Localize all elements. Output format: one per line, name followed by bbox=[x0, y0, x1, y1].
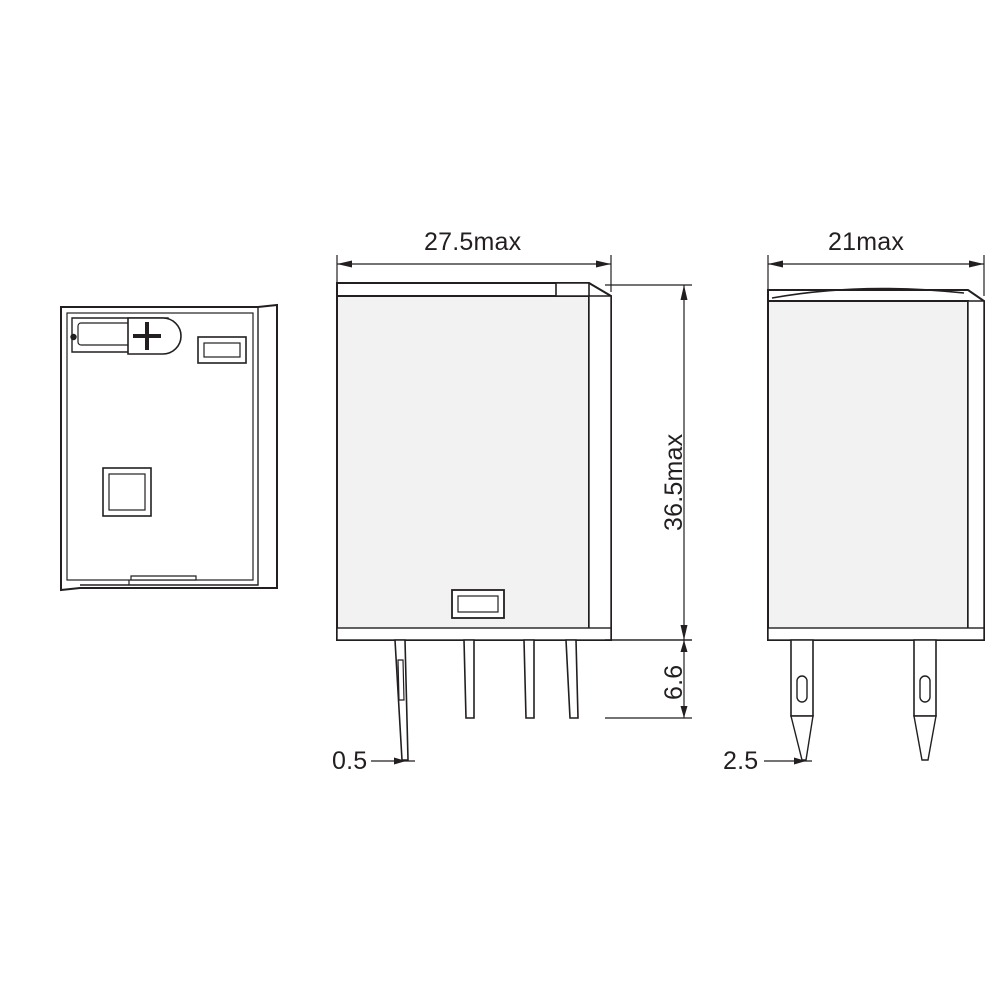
front-view bbox=[336, 282, 612, 761]
dim-pin-thickness-side bbox=[764, 757, 812, 765]
top-view-test-button bbox=[77, 322, 131, 346]
dim-pin-length bbox=[605, 639, 692, 719]
top-view-indicator-dot bbox=[70, 333, 77, 341]
side-view-pin-right-tip bbox=[913, 715, 937, 761]
front-view-right-edge bbox=[588, 295, 612, 641]
top-view-center-square-inner bbox=[108, 473, 146, 511]
front-view-window-inner bbox=[457, 595, 499, 613]
front-view-top-tab bbox=[555, 282, 590, 297]
side-view-cap-curve bbox=[771, 287, 965, 299]
front-view-body-face bbox=[336, 295, 590, 641]
front-view-pins bbox=[394, 639, 579, 761]
side-view bbox=[767, 287, 985, 761]
dim-label-width-front: 27.5max bbox=[424, 228, 522, 256]
dim-width-front bbox=[336, 255, 612, 292]
dim-pin-thickness-front bbox=[371, 757, 415, 765]
side-view-pins bbox=[790, 639, 937, 761]
side-view-pin-right-slot bbox=[919, 675, 931, 703]
front-view-pin-3 bbox=[523, 639, 535, 719]
dim-width-side bbox=[767, 255, 985, 296]
side-view-body-face bbox=[767, 300, 969, 641]
top-view-window-inner bbox=[203, 342, 241, 358]
top-view-bottom-slot bbox=[130, 575, 197, 581]
top-view-inner-edge bbox=[80, 307, 259, 586]
side-view-base-flange bbox=[767, 627, 985, 641]
side-view-pin-left-tip bbox=[790, 715, 814, 761]
dim-label-width-side: 21max bbox=[828, 228, 905, 256]
side-view-pin-left-slot bbox=[796, 675, 808, 703]
front-view-base-flange bbox=[336, 627, 612, 641]
dim-label-pin-thickness-side: 2.5 bbox=[723, 747, 759, 775]
top-view bbox=[60, 303, 278, 592]
dim-label-pin-thickness-front: 0.5 bbox=[332, 747, 368, 775]
top-view-screw-cross bbox=[133, 322, 161, 350]
side-view-right-edge bbox=[967, 300, 985, 641]
dim-label-height-body: 36.5max bbox=[660, 433, 688, 531]
dim-label-pin-length: 6.6 bbox=[660, 664, 688, 700]
front-view-pin-4 bbox=[565, 639, 579, 719]
front-view-pin-2 bbox=[463, 639, 475, 719]
front-view-pin-1-slot bbox=[397, 659, 405, 701]
dimension-lines bbox=[336, 255, 985, 765]
